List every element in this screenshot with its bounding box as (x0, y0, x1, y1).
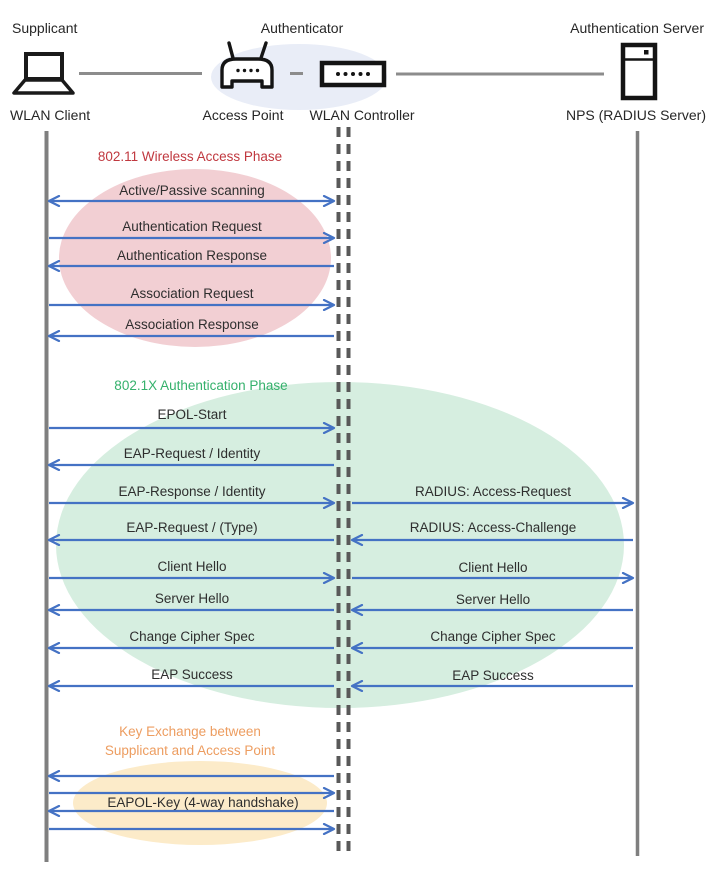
phase-title-key-exchange: Key Exchange between Supplicant and Acce… (105, 722, 275, 760)
message-label: Change Cipher Spec (430, 629, 556, 644)
wlan-controller-icon (319, 60, 387, 88)
message-arrows-layer (49, 201, 633, 829)
laptop-icon (12, 52, 75, 95)
device-label-nps-radius-server: NPS (RADIUS Server) (565, 107, 706, 123)
role-label-supplicant: Supplicant (12, 20, 78, 36)
phase-title-key-exchange-line2: Supplicant and Access Point (104, 743, 276, 758)
message-label: RADIUS: Access-Request (414, 484, 572, 499)
phase-title-80211-wireless-access: 802.11 Wireless Access Phase (97, 149, 283, 164)
message-label: Active/Passive scanning (119, 183, 265, 198)
topology-connectors (79, 72, 604, 76)
message-label: EAP Success (452, 668, 534, 683)
message-label: Server Hello (154, 591, 230, 606)
message-label: Authentication Request (122, 219, 262, 234)
phase-title-8021x-authentication: 802.1X Authentication Phase (114, 378, 288, 393)
server-icon (620, 42, 658, 101)
role-label-authenticator: Authenticator (260, 20, 344, 36)
message-label: Association Response (125, 317, 259, 332)
message-label: Authentication Response (116, 248, 268, 263)
device-label-wlan-client: WLAN Client (10, 107, 91, 123)
phase-ellipse-key-exchange (73, 761, 327, 845)
phase-ellipse-wireless-access (59, 169, 331, 347)
message-label: Association Request (130, 286, 254, 301)
message-label: Server Hello (455, 592, 531, 607)
lifelines (44, 127, 640, 862)
device-label-access-point: Access Point (202, 107, 284, 123)
phase-title-key-exchange-line1: Key Exchange between (119, 724, 261, 739)
message-label: EAP-Request / (Type) (126, 520, 258, 535)
message-label: RADIUS: Access-Challenge (409, 520, 577, 535)
message-label: EAP Success (151, 667, 233, 682)
message-label: Change Cipher Spec (129, 629, 255, 644)
message-label: EAP-Request / Identity (123, 446, 261, 461)
message-label: EPOL-Start (157, 407, 227, 422)
message-label: EAPOL-Key (4-way handshake) (107, 795, 299, 810)
message-label: Client Hello (458, 560, 528, 575)
device-label-wlan-controller: WLAN Controller (309, 107, 415, 123)
role-label-authentication-server: Authentication Server (570, 20, 704, 36)
access-point-icon (220, 41, 274, 89)
message-label: Client Hello (157, 559, 227, 574)
message-label: EAP-Response / Identity (118, 484, 266, 499)
